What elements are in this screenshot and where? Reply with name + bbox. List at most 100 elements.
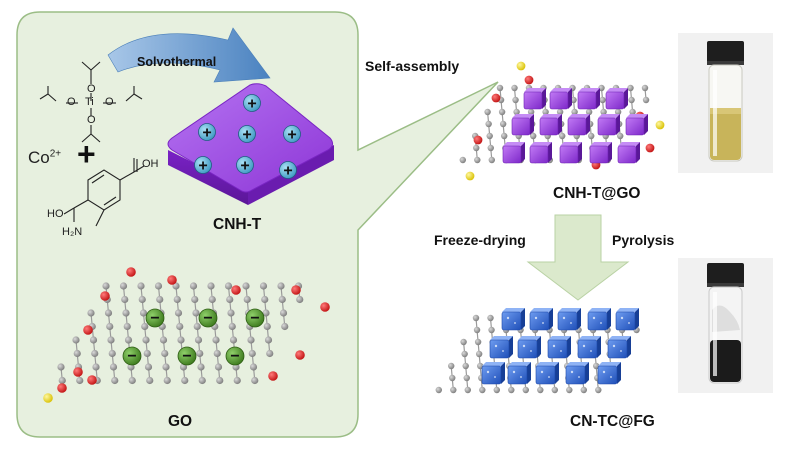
pyrolysis-label: Pyrolysis — [612, 232, 675, 248]
cube-top-face — [560, 142, 582, 146]
cube-side-face — [521, 142, 525, 163]
carbon-atom — [262, 309, 270, 317]
cobalt-symbol: Co — [28, 148, 50, 167]
cube-top-face — [482, 362, 505, 366]
cube-speckle — [486, 370, 490, 374]
blue-cube — [489, 339, 510, 359]
oxygen-atom — [73, 367, 83, 377]
cube-speckle — [542, 322, 544, 324]
cube-top-face — [588, 308, 611, 312]
cube-side-face — [636, 142, 640, 163]
negative-charge-sign: − — [127, 348, 136, 365]
cube-top-face — [626, 114, 648, 118]
carbon-atom — [154, 282, 163, 290]
carbon-atom — [57, 363, 65, 371]
carbon-atom — [588, 132, 595, 140]
blue-cube — [547, 339, 568, 359]
cube-top-face — [598, 362, 621, 366]
negative-charge-sign: − — [182, 348, 191, 365]
oxygen-atom — [473, 135, 483, 145]
purple-cube — [559, 145, 579, 164]
carbon-atom — [229, 336, 238, 344]
carbon-atom — [108, 349, 116, 358]
cube-speckle — [512, 370, 516, 374]
oxygen-atom — [100, 291, 110, 301]
carbon-atom — [141, 322, 149, 331]
carbon-atom — [464, 386, 471, 394]
cube-speckle — [570, 370, 574, 374]
purple-cube — [549, 91, 569, 110]
carbon-atom — [512, 96, 519, 104]
carbon-atom — [642, 96, 650, 104]
cube-speckle — [520, 376, 522, 378]
cube-speckle — [582, 344, 586, 348]
carbon-atom — [181, 376, 189, 385]
carbon-atom — [474, 156, 481, 164]
negative-charge-sign: − — [230, 348, 239, 365]
carbon-atom — [146, 376, 154, 385]
cube-top-face — [508, 362, 531, 366]
carbon-atom — [474, 338, 482, 346]
cube-side-face — [624, 88, 628, 109]
cube-top-face — [530, 142, 552, 146]
positive-charge-sign: + — [287, 127, 296, 144]
positive-charge-icon — [279, 161, 297, 179]
cube-top-face — [524, 88, 546, 92]
carbon-atom — [600, 108, 607, 116]
carbon-atom — [614, 108, 622, 116]
blue-cube — [529, 311, 550, 331]
carbon-atom — [595, 386, 602, 394]
cube-side-face — [585, 362, 589, 384]
carbon-atom — [144, 363, 153, 371]
carbon-atom — [266, 349, 274, 358]
cube-top-face — [618, 142, 640, 146]
carbon-atom — [176, 322, 184, 331]
carbon-atom — [501, 132, 508, 140]
carbon-atom — [488, 156, 495, 164]
cube-top-face — [616, 308, 639, 312]
carbon-atom — [448, 362, 455, 370]
carbon-atom — [460, 338, 467, 346]
carbon-atom — [487, 144, 494, 152]
cube-side-face — [527, 362, 531, 384]
positive-charge-sign: + — [198, 158, 207, 175]
cube-side-face — [501, 362, 505, 384]
go-sheet: −−−−−− — [43, 267, 330, 403]
cube-speckle — [600, 322, 602, 324]
oxygen-atom — [167, 275, 177, 285]
carbon-atom — [498, 108, 506, 116]
cube-top-face — [608, 336, 631, 340]
carbon-atom — [486, 132, 493, 140]
aminoterephthalic-acid-structure — [63, 158, 145, 227]
cnh-t-platelet: +++++++ — [167, 83, 334, 205]
cube-top-face — [530, 308, 553, 312]
cube-speckle — [570, 322, 572, 324]
blue-cube — [501, 311, 522, 331]
carbon-atom — [248, 349, 256, 358]
carbon-atom — [224, 282, 233, 290]
cnh-t-label: CNH-T — [213, 216, 262, 233]
cube-speckle — [612, 344, 616, 348]
purple-cube — [502, 145, 522, 164]
carbon-atom — [485, 120, 492, 128]
negative-charge-icon — [122, 346, 142, 366]
cube-side-face — [616, 114, 620, 135]
positive-charge-icon — [243, 94, 261, 112]
oxygen-atom — [491, 93, 501, 103]
cube-top-face — [598, 114, 620, 118]
blue-cube — [587, 311, 608, 331]
carbon-atom — [124, 336, 133, 344]
left-panel — [16, 11, 499, 438]
carbon-atom — [87, 309, 95, 317]
platelet-side-left — [168, 150, 248, 205]
carbon-atom — [107, 336, 115, 344]
cube-side-face — [509, 336, 513, 358]
carbon-atom — [484, 108, 491, 116]
cube-speckle — [530, 350, 532, 352]
carbon-atom — [499, 120, 507, 128]
process-down-arrow — [526, 214, 630, 301]
blue-cube — [517, 339, 538, 359]
oxygen-atom — [320, 302, 330, 312]
cobalt-charge: 2+ — [49, 148, 62, 160]
positive-charge-sign: + — [247, 96, 256, 113]
